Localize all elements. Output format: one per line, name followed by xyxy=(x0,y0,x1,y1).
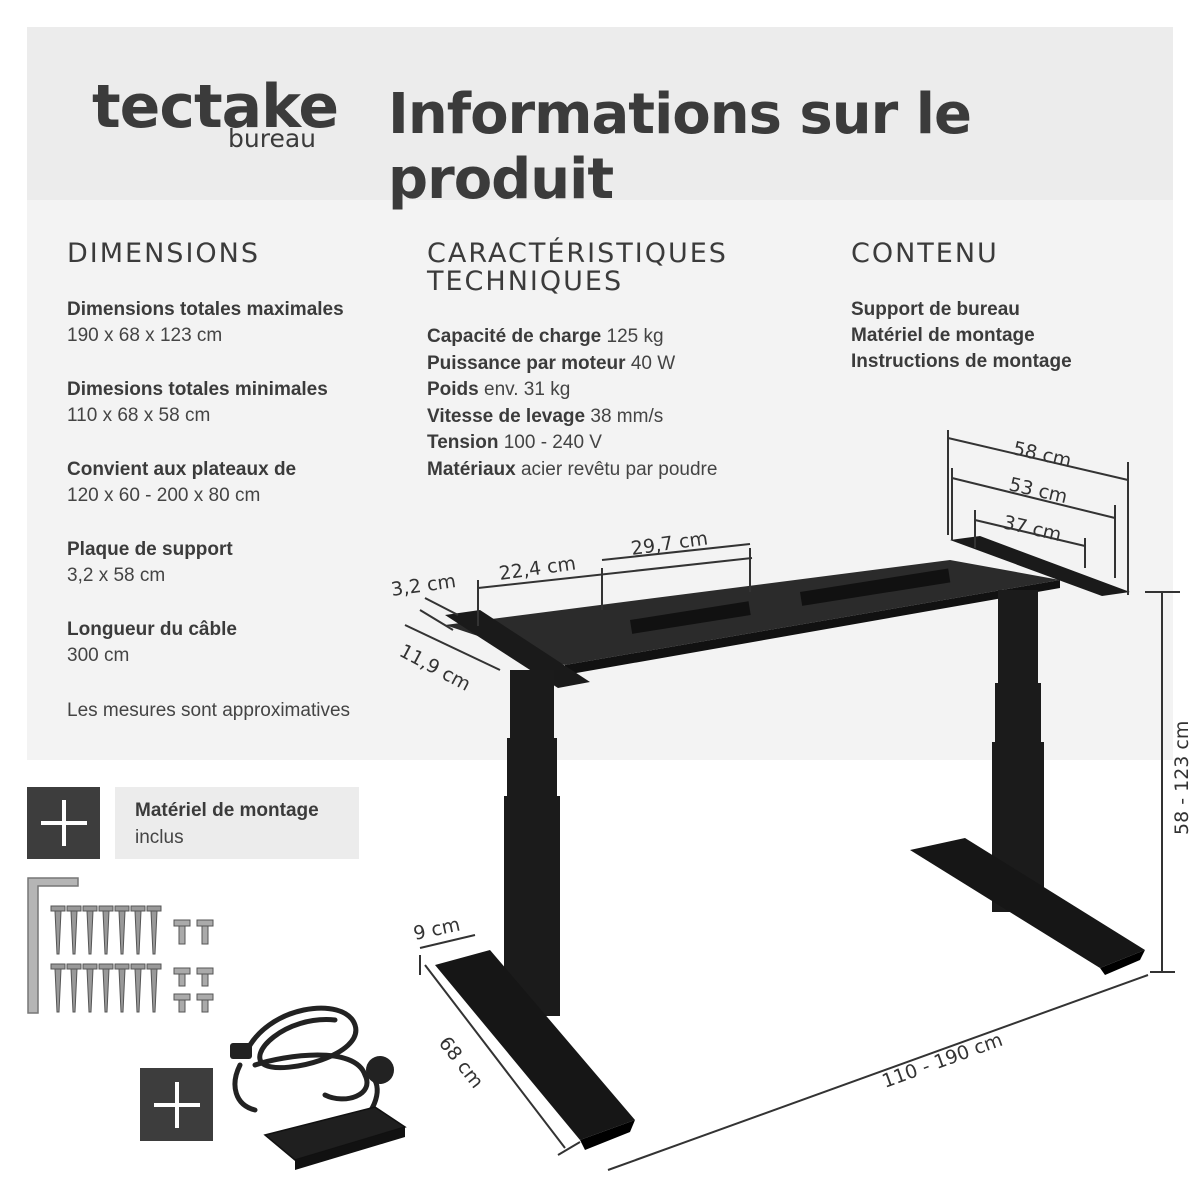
short-screws xyxy=(173,919,214,1013)
measure-22-4: 22,4 cm xyxy=(498,552,578,585)
long-screws-row1 xyxy=(50,905,162,955)
contents-title: CONTENU xyxy=(851,238,999,269)
spec-value: 125 kg xyxy=(606,326,664,347)
spec-label: Puissance par moteur xyxy=(427,352,626,374)
power-plug-icon xyxy=(230,1043,252,1059)
spec-item: Vitesse de levage 38 mm/s xyxy=(427,404,717,431)
spec-label: Vitesse de levage xyxy=(427,405,586,427)
measure-53: 53 cm xyxy=(1007,473,1070,508)
spec-label: Poids xyxy=(427,379,479,401)
contents-item: Instructions de montage xyxy=(851,351,1072,372)
contents-list: Support de bureau Matériel de montage In… xyxy=(851,297,1072,375)
dimension-label: Convient aux plateaux de xyxy=(67,459,297,480)
page-title: Informations sur le produit xyxy=(388,82,972,212)
mounting-hardware-box: Matériel de montage inclus xyxy=(115,787,359,859)
spec-label: Tension xyxy=(427,432,499,454)
specs-title-line2: TECHNIQUES xyxy=(427,266,624,297)
hex-key-icon xyxy=(27,877,79,1014)
mounting-sub: inclus xyxy=(135,827,184,848)
spec-label: Matériaux xyxy=(427,458,516,480)
measure-68: 68 cm xyxy=(434,1033,488,1093)
dimension-value: 120 x 60 - 200 x 80 cm xyxy=(67,485,261,506)
dimension-value: 300 cm xyxy=(67,645,130,666)
spec-value: env. 31 kg xyxy=(484,379,571,401)
power-supply-illustration xyxy=(230,1005,407,1170)
brand-logo-subtitle: bureau xyxy=(228,124,316,153)
spec-value: 40 W xyxy=(630,352,676,374)
screws-illustration xyxy=(27,877,214,1014)
contents-item: Matériel de montage xyxy=(851,325,1035,346)
measure-37: 37 cm xyxy=(1001,511,1064,546)
spec-item: Capacité de charge 125 kg xyxy=(427,324,717,351)
spec-item: Puissance par moteur 40 W xyxy=(427,351,717,378)
dimension-label: Plaque de support xyxy=(67,539,233,560)
spec-value: acier revêtu par poudre xyxy=(520,458,718,480)
wall-plug-icon xyxy=(366,1056,394,1084)
desk-leg-right xyxy=(910,590,1145,975)
desk-leg-left xyxy=(435,670,635,1150)
spec-item: Poids env. 31 kg xyxy=(427,377,717,404)
specs-title-line1: CARACTÉRISTIQUES xyxy=(427,238,728,269)
brand-logo: tectake xyxy=(92,72,339,142)
dimensions-list: Dimensions totales maximales 190 x 68 x … xyxy=(67,297,407,697)
dimension-item: Dimesions totales minimales 110 x 68 x 5… xyxy=(67,377,407,457)
dimension-label: Dimensions totales maximales xyxy=(67,299,344,320)
desk-frame-top xyxy=(445,536,1130,688)
spec-value: 38 mm/s xyxy=(590,405,664,427)
mounting-label: Matériel de montage xyxy=(135,800,319,821)
dimension-label: Dimesions totales minimales xyxy=(67,379,328,400)
specs-list: Capacité de charge 125 kg Puissance par … xyxy=(427,324,717,484)
spec-value: 100 - 240 V xyxy=(503,432,602,454)
dimension-value: 110 x 68 x 58 cm xyxy=(67,405,211,426)
dimension-item: Plaque de support 3,2 x 58 cm xyxy=(67,537,407,617)
specs-title: CARACTÉRISTIQUES TECHNIQUES xyxy=(427,240,728,296)
contents-item: Support de bureau xyxy=(851,299,1020,320)
header-band xyxy=(27,27,1173,200)
spec-item: Matériaux acier revêtu par poudre xyxy=(427,457,717,484)
dimension-item: Longueur du câble 300 cm xyxy=(67,617,407,697)
measure-3-2: 3,2 cm xyxy=(390,570,458,601)
desk-frame-diagram: 58 cm 53 cm 37 cm 22,4 cm 29,7 cm 3,2 cm… xyxy=(390,430,1193,1171)
dimension-label: Longueur du câble xyxy=(67,619,237,640)
dimensions-title: DIMENSIONS xyxy=(67,238,260,269)
measure-29-7: 29,7 cm xyxy=(630,527,710,560)
dimension-item: Dimensions totales maximales 190 x 68 x … xyxy=(67,297,407,377)
long-screws-row2 xyxy=(50,963,162,1013)
measure-11-9: 11,9 cm xyxy=(396,640,475,696)
dimension-item: Convient aux plateaux de 120 x 60 - 200 … xyxy=(67,457,407,537)
plus-icon xyxy=(140,1068,213,1141)
dimension-value: 3,2 x 58 cm xyxy=(67,565,166,586)
measurement-note: Les mesures sont approximatives xyxy=(67,700,351,721)
measure-58: 58 cm xyxy=(1011,437,1074,472)
dimension-value: 190 x 68 x 123 cm xyxy=(67,325,223,346)
spec-label: Capacité de charge xyxy=(427,326,602,347)
plus-icon xyxy=(27,787,100,859)
measure-height: 58 - 123 cm xyxy=(1171,721,1193,835)
measure-width: 110 - 190 cm xyxy=(879,1029,1005,1093)
spec-item: Tension 100 - 240 V xyxy=(427,430,717,457)
